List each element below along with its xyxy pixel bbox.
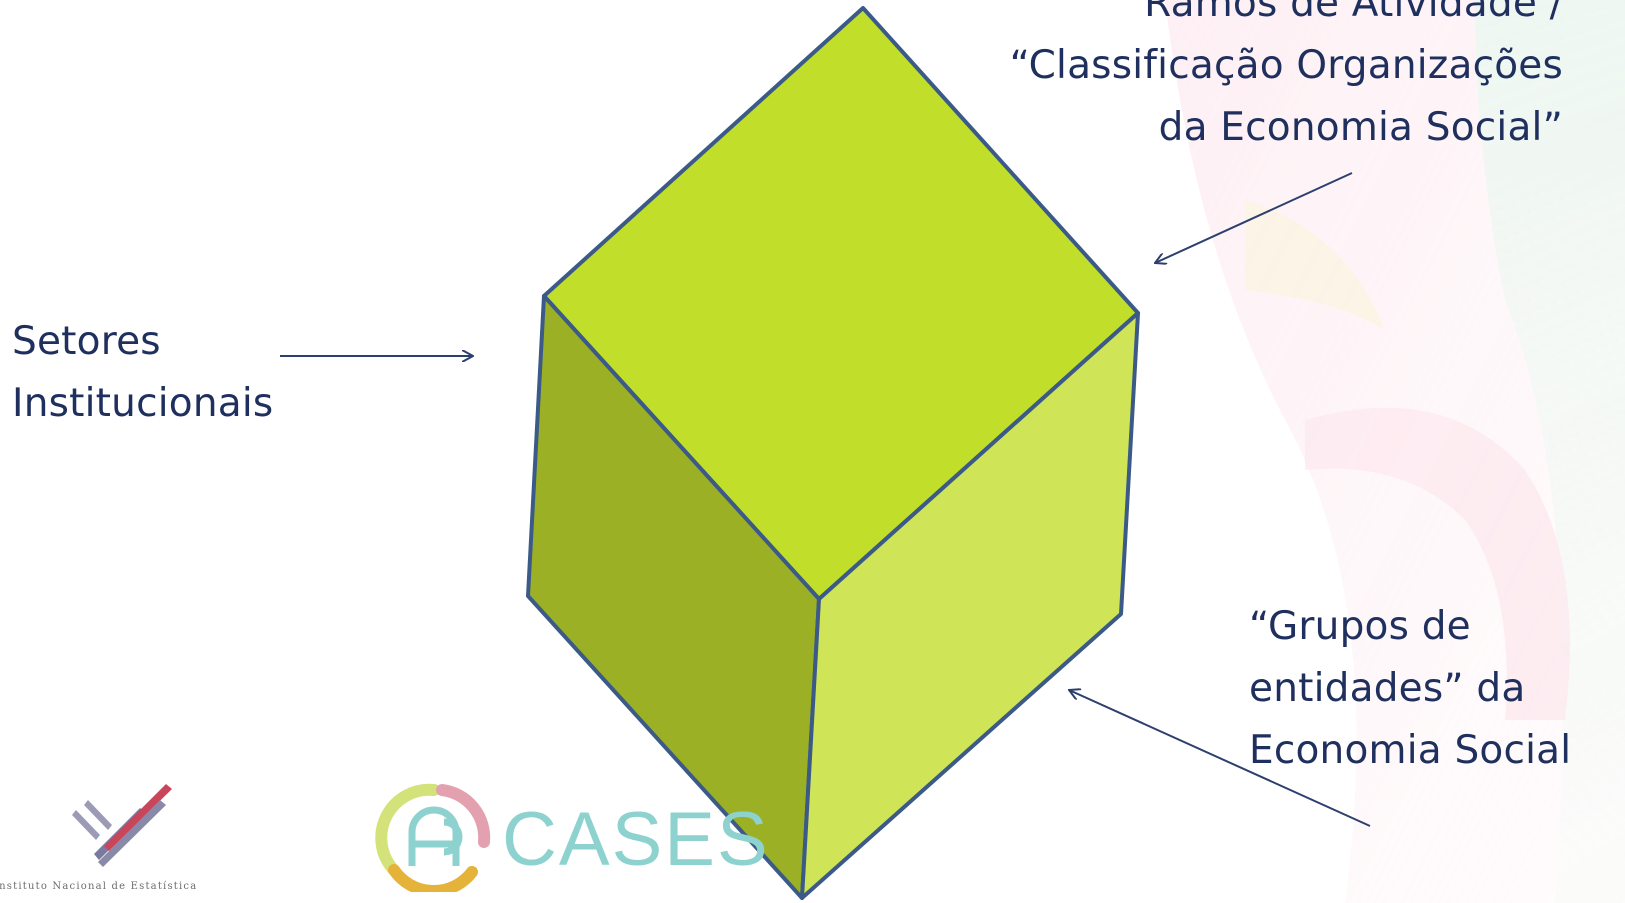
- label-left-line-1: Setores: [12, 319, 161, 364]
- label-top-line-1: Ramos de Atividade /: [1144, 0, 1563, 26]
- cases-emblem-icon: [375, 783, 491, 898]
- arrow-grupos: [1069, 690, 1371, 827]
- cases-logo-text: CASES: [502, 797, 770, 882]
- label-top-line-2: “Classificação Organizações: [1009, 43, 1563, 88]
- label-ramos-de-atividade: Ramos de Atividade / “Classificação Orga…: [913, 0, 1563, 159]
- cube-right-face: [800, 311, 1140, 900]
- label-bottom-line-1: “Grupos de: [1249, 604, 1471, 649]
- arrow-ramos: [1155, 172, 1353, 263]
- background-decoration: [1165, 0, 1625, 903]
- label-grupos-de-entidades: “Grupos de entidades” da Economia Social: [1249, 596, 1599, 782]
- label-bottom-line-2: entidades” da: [1249, 666, 1526, 711]
- ine-logo: Instituto Nacional de Estatística: [0, 780, 300, 903]
- label-setores-institucionais: Setores Institucionais: [12, 311, 332, 435]
- cases-logo: CASES: [372, 782, 768, 903]
- label-top-line-3: da Economia Social”: [1158, 105, 1563, 150]
- ine-logo-text: Instituto Nacional de Estatística: [0, 881, 198, 892]
- label-left-line-2: Institucionais: [12, 381, 274, 426]
- label-bottom-line-3: Economia Social: [1249, 728, 1572, 773]
- ine-checkmark-logo-icon: [72, 784, 172, 867]
